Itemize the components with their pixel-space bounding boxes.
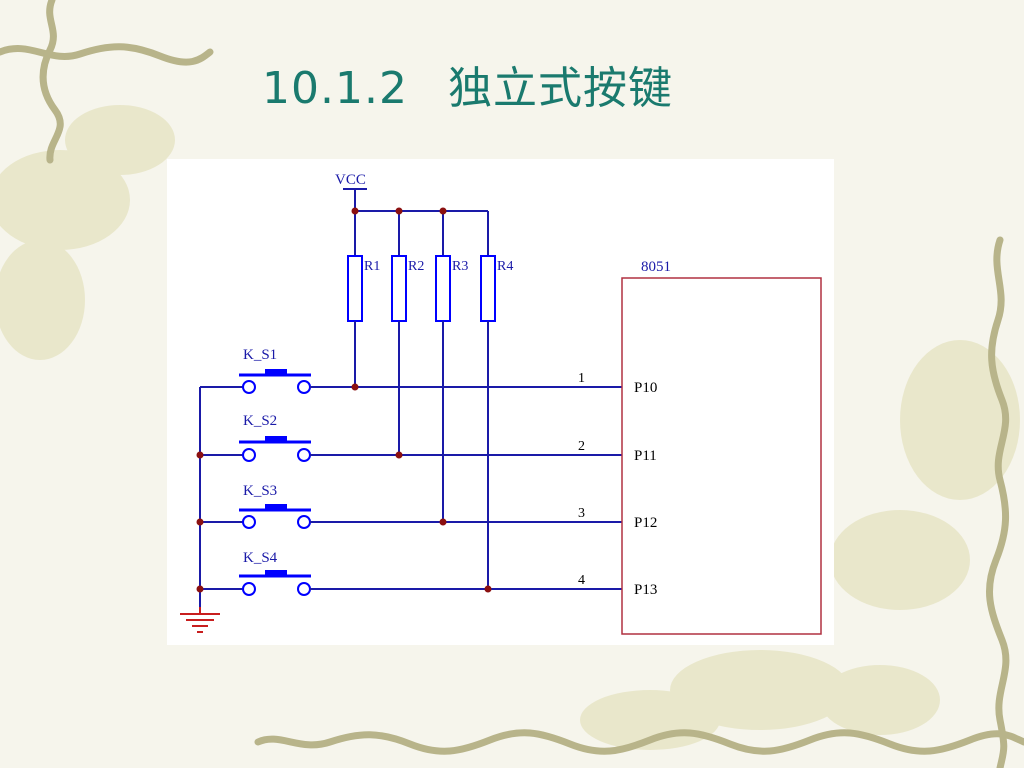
vcc-label: VCC xyxy=(335,172,366,188)
junction-dots xyxy=(196,207,492,593)
switch-k-s1: K_S1 xyxy=(200,347,622,394)
resistor-label-r2: R2 xyxy=(408,259,424,274)
resistor-label-r1: R1 xyxy=(364,259,380,274)
resistor-label-r3: R3 xyxy=(452,259,468,274)
port-label-p11: P11 xyxy=(634,448,657,464)
port-label-p10: P10 xyxy=(634,380,657,396)
port-label-p12: P12 xyxy=(634,515,657,531)
resistor-r4: R4 xyxy=(480,211,513,589)
switch-k-s4: K_S4 xyxy=(200,550,622,596)
pin-number-3: 3 xyxy=(578,506,585,521)
junction-dot xyxy=(484,585,492,593)
switch-label-k-s3: K_S3 xyxy=(243,483,277,499)
resistor-r2: R2 xyxy=(391,211,424,455)
title-number: 10.1.2 xyxy=(262,63,408,114)
chip-8051 xyxy=(621,277,822,635)
slide-title: 10.1.2 独立式按键 xyxy=(262,52,673,116)
circuit-schematic: VCC R1 R2 R3 R4 xyxy=(167,159,834,645)
junction-dot xyxy=(439,518,447,526)
pin-number-4: 4 xyxy=(578,573,585,588)
switch-k-s3: K_S3 xyxy=(200,483,622,529)
pin-number-1: 1 xyxy=(578,371,585,386)
junction-dot xyxy=(196,518,204,526)
junction-dot xyxy=(196,451,204,459)
flower-watermark xyxy=(0,105,1020,750)
junction-dot xyxy=(196,585,204,593)
title-text: 独立式按键 xyxy=(447,63,673,114)
chip-label: 8051 xyxy=(641,259,671,275)
resistor-label-r4: R4 xyxy=(497,259,513,274)
switch-label-k-s4: K_S4 xyxy=(243,550,278,566)
switch-label-k-s2: K_S2 xyxy=(243,413,277,429)
pin-number-2: 2 xyxy=(578,439,585,454)
schematic-canvas: VCC R1 R2 R3 R4 xyxy=(180,172,822,635)
port-label-p13: P13 xyxy=(634,582,657,598)
resistor-r3: R3 xyxy=(435,211,468,522)
switch-label-k-s1: K_S1 xyxy=(243,347,277,363)
junction-dot xyxy=(439,207,447,215)
junction-dot xyxy=(395,207,403,215)
junction-dot xyxy=(351,383,359,391)
switch-k-s2: K_S2 xyxy=(200,413,622,462)
ground-icon xyxy=(180,607,220,633)
resistor-r1: R1 xyxy=(347,211,380,387)
junction-dot xyxy=(351,207,359,215)
junction-dot xyxy=(395,451,403,459)
